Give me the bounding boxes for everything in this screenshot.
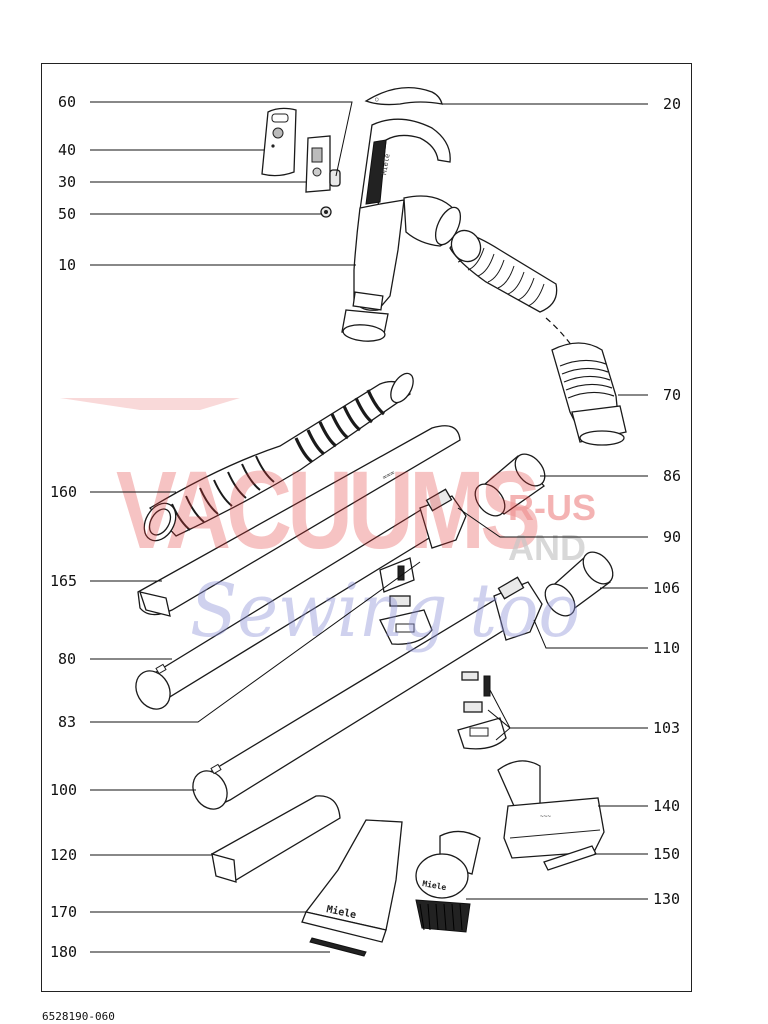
handle-brand-mark: Miele — [380, 153, 392, 175]
label-120: 120 — [50, 846, 77, 864]
watermark-swoosh — [60, 398, 240, 410]
part-10-handle: Miele — [341, 118, 462, 342]
part-106-connector — [544, 551, 614, 617]
watermark: VACUUMS R-US AND Sewing too — [60, 398, 596, 654]
label-160: 160 — [50, 483, 77, 501]
part-20-handle-cover: ○ — [364, 87, 443, 106]
document-code: 6528190-060 — [42, 1010, 115, 1023]
part-80-telescopic-tube — [135, 488, 467, 710]
part-165-long-crevice: === — [137, 425, 461, 617]
label-20: 20 — [663, 95, 681, 113]
label-165: 165 — [50, 572, 77, 590]
part-40-control-panel — [261, 107, 297, 177]
label-80: 80 — [58, 650, 76, 668]
brush-brand-mark: Miele — [422, 878, 448, 892]
part-70-suction-hose — [449, 229, 627, 446]
label-10: 10 — [58, 256, 76, 274]
label-40: 40 — [58, 141, 76, 159]
diagram-frame — [41, 63, 692, 992]
part-180-strip — [309, 937, 367, 957]
watermark-line1: VACUUMS — [116, 449, 538, 572]
part-140-upholstery-tool: ~~~ — [497, 760, 605, 859]
part-labels: 60 40 30 50 10 160 165 80 83 100 120 170… — [50, 93, 681, 961]
part-103-slider — [457, 671, 507, 750]
tool-mark: ~~~ — [540, 813, 551, 820]
label-103: 103 — [653, 719, 680, 737]
part-30-circuit-board — [305, 135, 331, 193]
part-100-tube — [192, 576, 543, 810]
part-90-slider — [379, 565, 433, 645]
label-60: 60 — [58, 93, 76, 111]
label-50: 50 — [58, 205, 76, 223]
cover-mark: ○ — [375, 96, 379, 103]
part-86-connector — [474, 453, 546, 517]
label-83: 83 — [58, 713, 76, 731]
part-160-flexible-hose — [143, 372, 414, 542]
part-50-spring — [320, 206, 332, 218]
label-150: 150 — [653, 845, 680, 863]
leader-lines — [90, 101, 648, 953]
label-170: 170 — [50, 903, 77, 921]
label-110: 110 — [653, 639, 680, 657]
watermark-line4: Sewing too — [190, 568, 580, 654]
label-106: 106 — [653, 579, 680, 597]
label-90: 90 — [663, 528, 681, 546]
watermark-line3: AND — [508, 527, 586, 568]
label-70: 70 — [663, 386, 681, 404]
label-180: 180 — [50, 943, 77, 961]
label-30: 30 — [58, 173, 76, 191]
label-140: 140 — [653, 797, 680, 815]
label-100: 100 — [50, 781, 77, 799]
watermark-line2: R-US — [508, 487, 596, 528]
part-60-button — [329, 169, 341, 187]
label-130: 130 — [653, 890, 680, 908]
part-170-upholstery-nozzle: Miele — [301, 819, 403, 943]
part-130-dusting-brush: Miele — [415, 830, 481, 933]
part-120-crevice-nozzle — [210, 795, 341, 883]
label-86: 86 — [663, 467, 681, 485]
